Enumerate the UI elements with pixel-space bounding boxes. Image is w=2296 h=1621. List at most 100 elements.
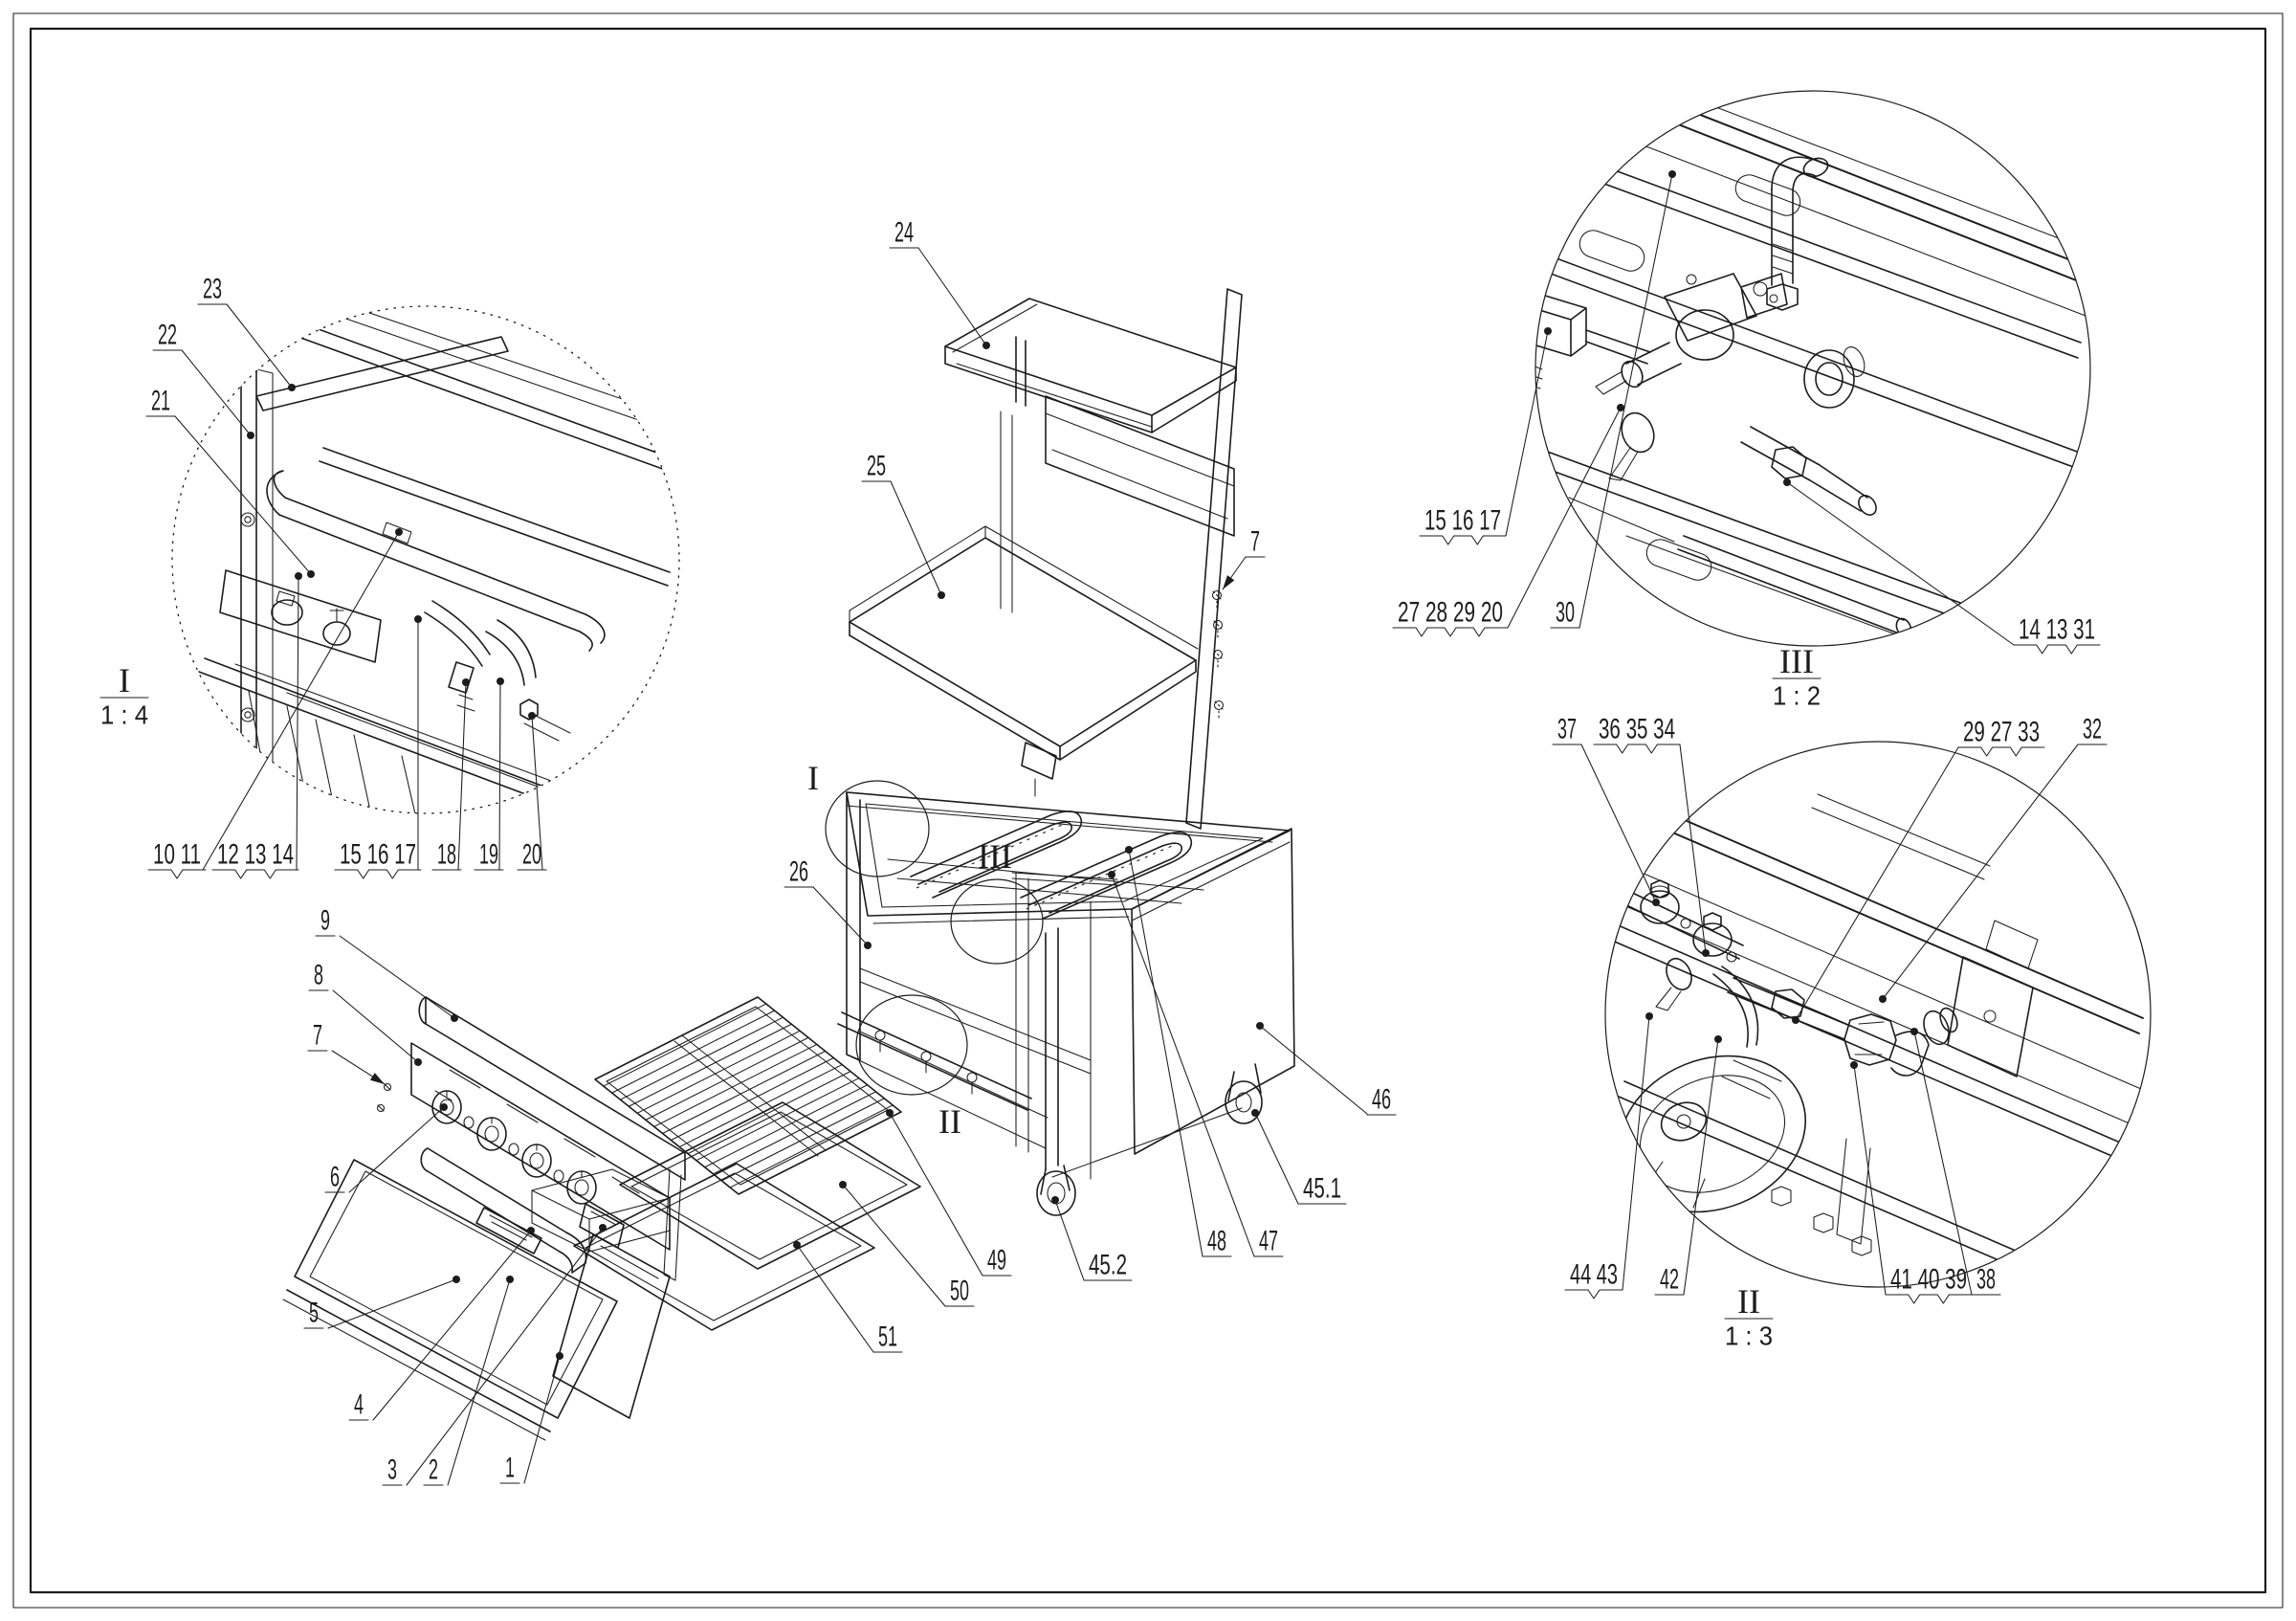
leader-dot	[1714, 1035, 1722, 1043]
front-control-assembly	[282, 996, 921, 1441]
callout-7: 7	[307, 1020, 386, 1085]
svg-text:6: 6	[330, 1162, 340, 1193]
leader-line	[1622, 1015, 1650, 1291]
svg-text:I: I	[119, 661, 130, 699]
callout-44-43: 44 43	[1564, 1012, 1653, 1299]
callout-41-40-39: 41 40 39	[1850, 1061, 1973, 1304]
svg-text:II: II	[1737, 1282, 1760, 1321]
leader-line	[327, 1278, 457, 1329]
callout-6: 6	[324, 1103, 448, 1193]
svg-text:38: 38	[1976, 1264, 1996, 1296]
callout-45.2: 45.2	[1051, 1196, 1133, 1281]
svg-text:III: III	[1779, 642, 1814, 680]
callout-29-27-33: 29 27 33	[1792, 717, 2045, 1024]
leader-line	[372, 1230, 532, 1421]
leader-line	[1853, 1064, 1887, 1296]
leader-line	[531, 715, 543, 871]
leader-dot	[1783, 478, 1791, 486]
leader-dot	[453, 1276, 460, 1283]
svg-text:45.2: 45.2	[1089, 1250, 1127, 1281]
detail-circle-II	[1604, 741, 2152, 1288]
callout-51: 51	[793, 1241, 903, 1353]
callout-underline	[1419, 535, 1507, 545]
callout-26: 26	[784, 856, 872, 949]
svg-text:48: 48	[1207, 1226, 1226, 1257]
svg-text:26: 26	[789, 856, 808, 888]
svg-text:15 16 17: 15 16 17	[1424, 505, 1501, 537]
leader-line	[226, 303, 293, 389]
leader-dot	[556, 1352, 563, 1360]
leader-arrowhead	[369, 1073, 385, 1084]
leader-line	[1578, 173, 1673, 629]
callout-21: 21	[145, 386, 315, 578]
leader-dot	[1702, 949, 1710, 957]
callout-9: 9	[315, 905, 458, 1022]
leader-line	[1259, 1025, 1368, 1115]
leader-dot	[793, 1241, 801, 1249]
leader-line	[917, 247, 987, 346]
detail-circle-III	[1534, 90, 2091, 647]
leader-line	[890, 480, 942, 596]
svg-text:46: 46	[1372, 1084, 1391, 1116]
svg-text:36 35 34: 36 35 34	[1599, 714, 1675, 745]
callout-14-13-31: 14 13 31	[1783, 478, 2101, 655]
callout-42: 42	[1654, 1035, 1722, 1296]
leader-line	[1507, 407, 1622, 629]
callout-underline	[334, 869, 422, 879]
leader-line	[1580, 744, 1657, 903]
svg-text:42: 42	[1660, 1264, 1679, 1296]
svg-text:1 : 3: 1 : 3	[1725, 1321, 1773, 1351]
leader-line	[1913, 1031, 1973, 1296]
svg-text:37: 37	[1557, 714, 1577, 745]
leader-line	[842, 1184, 946, 1307]
svg-text:45.1: 45.1	[1303, 1173, 1341, 1205]
svg-text:21: 21	[151, 386, 170, 417]
svg-text:12 13 14: 12 13 14	[217, 839, 294, 871]
leader-dot	[1617, 404, 1624, 411]
svg-text:49: 49	[987, 1245, 1006, 1277]
leader-dot	[1051, 1196, 1059, 1204]
callout-underline	[147, 869, 207, 879]
leader-dot	[1850, 1061, 1858, 1069]
leader-dot	[599, 1224, 607, 1232]
callout-32: 32	[1879, 714, 2108, 1003]
view-marker-II: II	[938, 1102, 961, 1141]
leader-dot	[247, 432, 254, 439]
svg-text:10 11: 10 11	[153, 839, 201, 871]
leader-dot	[497, 677, 504, 685]
svg-text:23: 23	[203, 274, 222, 305]
callout-24: 24	[889, 217, 990, 349]
callout-37: 37	[1552, 714, 1660, 906]
callout-15-16-17: 15 16 17	[1419, 327, 1552, 545]
leader-dot	[451, 1014, 458, 1022]
leader-line	[523, 1355, 561, 1484]
leader-dot	[886, 1109, 894, 1117]
leader-dot	[295, 572, 302, 580]
leader-line	[1111, 874, 1255, 1257]
leader-dot	[414, 1058, 422, 1066]
leader-line	[1128, 849, 1203, 1257]
leader-dot	[839, 1181, 847, 1188]
leader-line	[1795, 746, 1959, 1021]
callout-49: 49	[886, 1109, 1012, 1277]
svg-text:7: 7	[1250, 526, 1260, 558]
callout-2: 2	[423, 1276, 514, 1486]
leader-line	[1505, 330, 1549, 537]
svg-text:14 13 31: 14 13 31	[2019, 614, 2095, 646]
leader-line	[1054, 1199, 1085, 1281]
callout-30: 30	[1550, 170, 1676, 629]
svg-text:25: 25	[867, 451, 886, 482]
leader-line	[812, 886, 869, 946]
leader-dot	[1251, 1109, 1259, 1117]
svg-text:32: 32	[2083, 714, 2102, 745]
leader-line	[457, 681, 467, 871]
callout-underline	[1593, 744, 1681, 754]
sheet-border	[12, 12, 2284, 1609]
callout-5: 5	[303, 1276, 460, 1329]
view-marker-III: III	[978, 837, 1012, 876]
svg-text:7: 7	[313, 1020, 322, 1052]
section-view-II: II1 : 3	[1724, 1282, 1774, 1351]
